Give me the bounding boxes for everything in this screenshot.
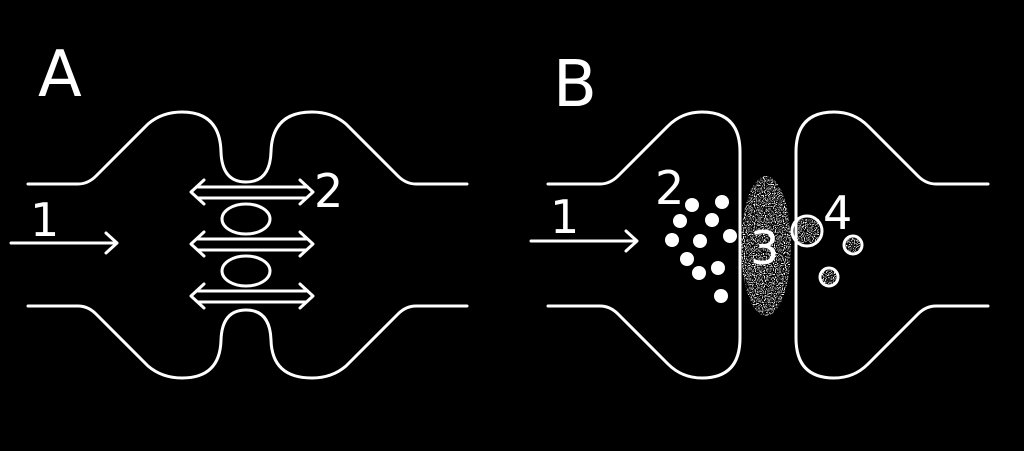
vesicle <box>665 233 679 247</box>
vesicle <box>692 266 706 280</box>
signal-arrow <box>531 231 637 251</box>
receptor-fill <box>846 238 860 252</box>
panel-b-letter: B <box>553 48 597 122</box>
vesicle <box>711 261 725 275</box>
vesicle <box>685 198 699 212</box>
label-1: 1 <box>550 190 579 244</box>
panel-a: A 1 2 <box>11 38 467 378</box>
vesicle <box>673 214 687 228</box>
label-2: 2 <box>314 164 343 218</box>
postsynaptic-terminal-outline <box>796 112 988 378</box>
panel-a-letter: A <box>38 38 82 112</box>
panel-b: B <box>531 48 988 378</box>
gap-junction-channel <box>222 256 270 286</box>
vesicle <box>723 229 737 243</box>
signal-arrow <box>11 233 117 253</box>
bidirectional-arrows <box>191 180 313 308</box>
vesicle <box>714 289 728 303</box>
neuron-a-outline-top <box>28 112 467 184</box>
gap-junction-channel <box>222 204 270 234</box>
neuron-a-outline-bottom <box>28 306 467 378</box>
vesicle <box>680 252 694 266</box>
vesicle <box>705 213 719 227</box>
receptor-fill <box>822 270 836 284</box>
label-4: 4 <box>823 186 852 240</box>
receptor-membrane-fill <box>795 219 819 243</box>
presynaptic-terminal-outline <box>548 112 740 378</box>
vesicle <box>693 234 707 248</box>
vesicle <box>715 195 729 209</box>
label-1: 1 <box>30 193 59 247</box>
label-2: 2 <box>655 161 684 215</box>
label-3: 3 <box>750 221 779 275</box>
